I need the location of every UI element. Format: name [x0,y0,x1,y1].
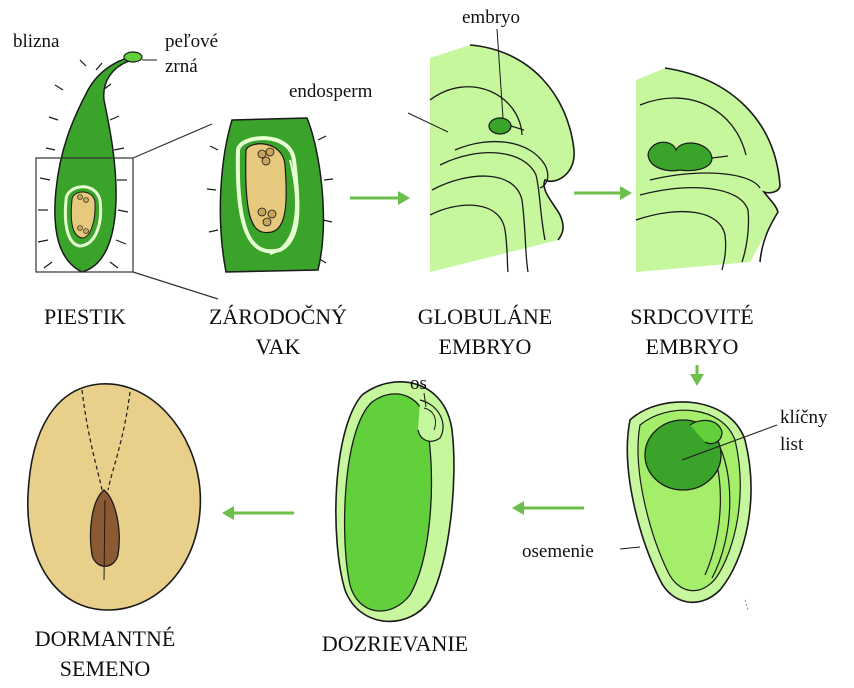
label-klicny-list-line2: list [780,435,828,454]
caption-globulane: GLOBULÁNE EMBRYO [405,306,565,358]
embryo-sac-illustration [207,118,333,272]
label-klicny-list: klíčny list [780,408,828,454]
arrow-to-globular [350,191,410,205]
caption-zarodocny-vak-line2: VAK [198,336,358,358]
dormant-seed-illustration [28,384,201,610]
label-endosperm: endosperm [289,82,372,101]
label-osemenie: osemenie [522,542,594,561]
caption-piestik-line1: PIESTIK [20,306,150,328]
label-os: os [410,374,427,393]
arrow-to-dormant [222,506,294,520]
globular-embryo-illustration [408,29,574,272]
label-pelove-zrna-line2: zrná [165,57,218,76]
arrow-down [690,365,704,386]
pistil-illustration [36,52,218,299]
maturation-illustration [336,382,454,622]
label-embryo: embryo [462,8,520,27]
caption-srdcovite-line1: SRDCOVITÉ [612,306,772,328]
caption-srdcovite: SRDCOVITÉ EMBRYO [612,306,772,358]
cotyledon-illustration [620,402,777,610]
caption-dozrievanie: DOZRIEVANIE [305,633,485,655]
label-pelove-zrna: peľové zrná [165,32,218,76]
caption-zarodocny-vak-line1: ZÁRODOČNÝ [198,306,358,328]
label-blizna: blizna [13,32,59,51]
caption-globulane-line2: EMBRYO [405,336,565,358]
caption-globulane-line1: GLOBULÁNE [405,306,565,328]
caption-piestik: PIESTIK [20,306,150,328]
heart-embryo-illustration [636,68,780,272]
caption-dormantne-line1: DORMANTNÉ [10,628,200,650]
caption-dozrievanie-line1: DOZRIEVANIE [305,633,485,655]
caption-dormantne: DORMANTNÉ SEMENO [10,628,200,680]
arrow-to-heart [574,186,632,200]
label-klicny-list-line1: klíčny [780,408,828,427]
caption-zarodocny-vak: ZÁRODOČNÝ VAK [198,306,358,358]
caption-srdcovite-line2: EMBRYO [612,336,772,358]
arrow-to-maturation [512,501,584,515]
label-pelove-zrna-line1: peľové [165,32,218,51]
caption-dormantne-line2: SEMENO [10,658,200,680]
